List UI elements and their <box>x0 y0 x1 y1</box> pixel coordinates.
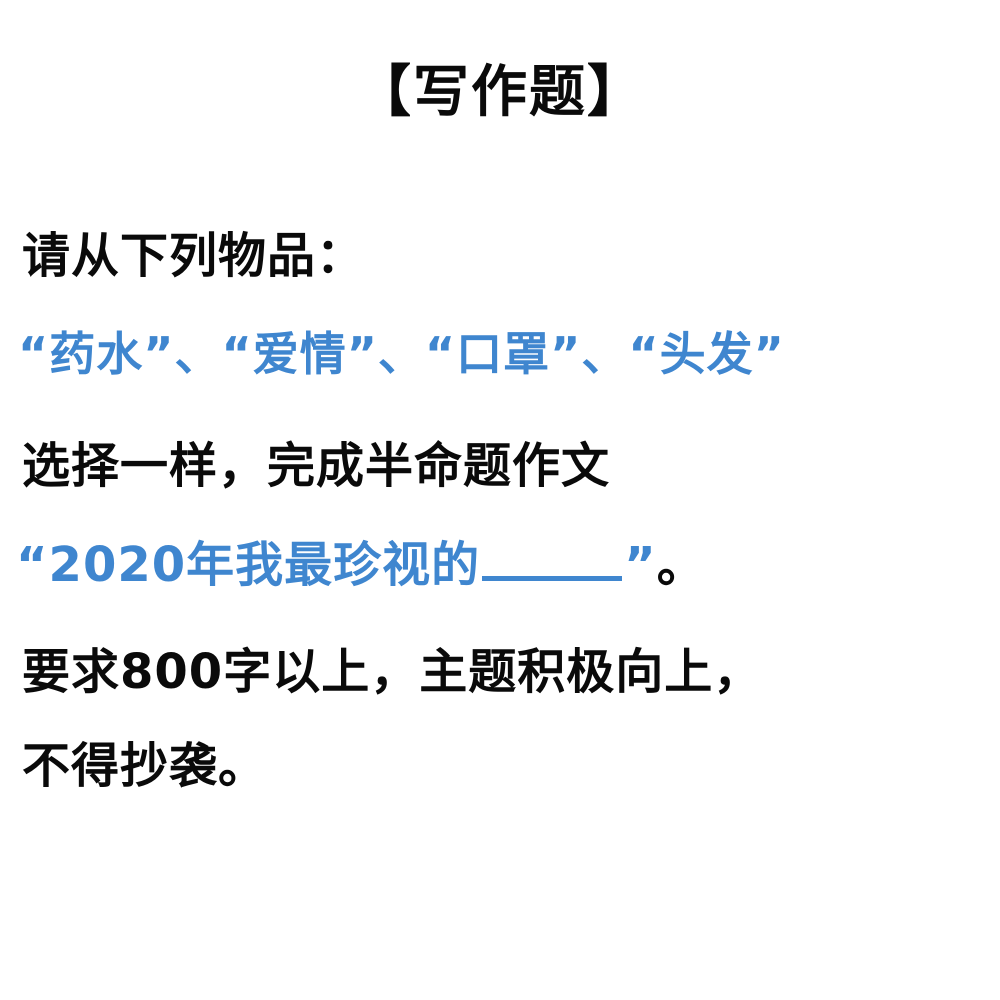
essay-title-prefix: “2020年我最珍视的 <box>16 537 481 593</box>
page-title: 【写作题】 <box>355 60 645 125</box>
items-list-line: “药水”、“爱情”、“口罩”、“头发” <box>18 327 785 381</box>
essay-title-line: “2020年我最珍视的 ”。 <box>16 532 706 595</box>
requirement-line-1: 要求800字以上，主题积极向上， <box>22 644 763 700</box>
essay-title-period: 。 <box>656 537 706 593</box>
instruction-line-2: 选择一样，完成半命题作文 <box>22 438 611 494</box>
essay-title-closing-quote: ” <box>624 537 657 593</box>
instruction-line-1: 请从下列物品： <box>22 228 366 284</box>
essay-title-blank <box>482 532 623 581</box>
requirement-line-2: 不得抄袭。 <box>22 738 268 794</box>
